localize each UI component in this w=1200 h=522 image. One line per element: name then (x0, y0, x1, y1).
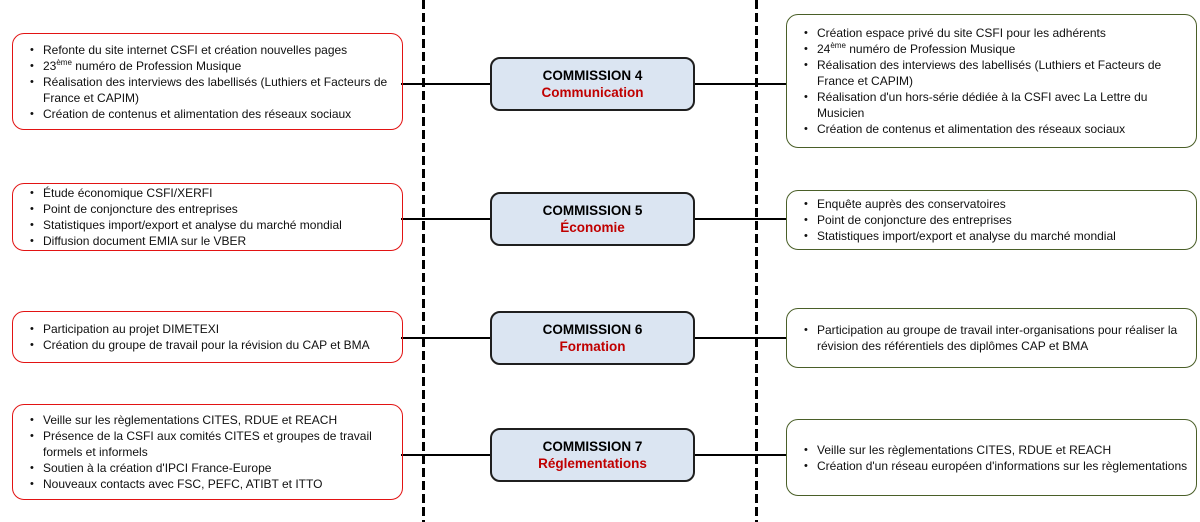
list-item: Réalisation des interviews des labellisé… (791, 57, 1188, 89)
connector-line (401, 337, 490, 339)
commission-5-box: COMMISSION 5 Économie (490, 192, 695, 246)
dashed-divider-right (755, 0, 758, 522)
list-item: 24ème numéro de Profession Musique (791, 41, 1188, 57)
list-item: Création du groupe de travail pour la ré… (17, 337, 394, 353)
list-item: Point de conjoncture des entreprises (17, 201, 394, 217)
connector-line (695, 218, 786, 220)
list-item: Réalisation d'un hors-série dédiée à la … (791, 89, 1188, 121)
dashed-divider-left (422, 0, 425, 522)
commission-subtitle: Économie (560, 220, 625, 235)
commission-title: COMMISSION 4 (542, 68, 643, 83)
list-item: Statistiques import/export et analyse du… (17, 217, 394, 233)
commission-title: COMMISSION 7 (542, 439, 643, 454)
left-activity-box-commission-7: Veille sur les règlementations CITES, RD… (12, 404, 403, 500)
right-activity-box-commission-5: Enquête auprès des conservatoires Point … (786, 190, 1197, 250)
commission-title: COMMISSION 6 (542, 322, 643, 337)
commission-subtitle: Formation (559, 339, 626, 354)
list-item: Création espace privé du site CSFI pour … (791, 25, 1188, 41)
list-item: Présence de la CSFI aux comités CITES et… (17, 428, 394, 460)
left-activity-box-commission-6: Participation au projet DIMETEXI Créatio… (12, 311, 403, 363)
commission-subtitle: Communication (541, 85, 644, 100)
list-item: Création de contenus et alimentation des… (791, 121, 1188, 137)
activity-list: Veille sur les règlementations CITES, RD… (791, 442, 1188, 474)
activity-list: Participation au groupe de travail inter… (791, 322, 1188, 354)
activity-list: Veille sur les règlementations CITES, RD… (17, 412, 394, 492)
left-activity-box-commission-5: Étude économique CSFI/XERFI Point de con… (12, 183, 403, 251)
commission-7-box: COMMISSION 7 Réglementations (490, 428, 695, 482)
list-item: Nouveaux contacts avec FSC, PEFC, ATIBT … (17, 476, 394, 492)
list-item: Soutien à la création d'IPCI France-Euro… (17, 460, 394, 476)
list-item: Création d'un réseau européen d'informat… (791, 458, 1188, 474)
connector-line (695, 83, 786, 85)
commission-subtitle: Réglementations (538, 456, 647, 471)
list-item: Réalisation des interviews des labellisé… (17, 74, 394, 106)
list-item: Diffusion document EMIA sur le VBER (17, 233, 394, 249)
activity-list: Participation au projet DIMETEXI Créatio… (17, 321, 394, 353)
activity-list: Création espace privé du site CSFI pour … (791, 25, 1188, 137)
connector-line (695, 454, 786, 456)
list-item: Participation au groupe de travail inter… (791, 322, 1188, 354)
right-activity-box-commission-6: Participation au groupe de travail inter… (786, 308, 1197, 368)
connector-line (401, 454, 490, 456)
list-item: Veille sur les règlementations CITES, RD… (791, 442, 1188, 458)
right-activity-box-commission-7: Veille sur les règlementations CITES, RD… (786, 419, 1197, 496)
list-item: Création de contenus et alimentation des… (17, 106, 394, 122)
activity-list: Enquête auprès des conservatoires Point … (791, 196, 1188, 244)
list-item: Refonte du site internet CSFI et créatio… (17, 42, 394, 58)
list-item: Veille sur les règlementations CITES, RD… (17, 412, 394, 428)
list-item: Enquête auprès des conservatoires (791, 196, 1188, 212)
right-activity-box-commission-4: Création espace privé du site CSFI pour … (786, 14, 1197, 148)
commission-title: COMMISSION 5 (542, 203, 643, 218)
left-activity-box-commission-4: Refonte du site internet CSFI et créatio… (12, 33, 403, 130)
list-item: 23ème numéro de Profession Musique (17, 58, 394, 74)
list-item: Statistiques import/export et analyse du… (791, 228, 1188, 244)
connector-line (401, 83, 490, 85)
list-item: Participation au projet DIMETEXI (17, 321, 394, 337)
connector-line (695, 337, 786, 339)
connector-line (401, 218, 490, 220)
activity-list: Étude économique CSFI/XERFI Point de con… (17, 185, 394, 249)
list-item: Point de conjoncture des entreprises (791, 212, 1188, 228)
activity-list: Refonte du site internet CSFI et créatio… (17, 42, 394, 122)
commission-4-box: COMMISSION 4 Communication (490, 57, 695, 111)
list-item: Étude économique CSFI/XERFI (17, 185, 394, 201)
commission-6-box: COMMISSION 6 Formation (490, 311, 695, 365)
